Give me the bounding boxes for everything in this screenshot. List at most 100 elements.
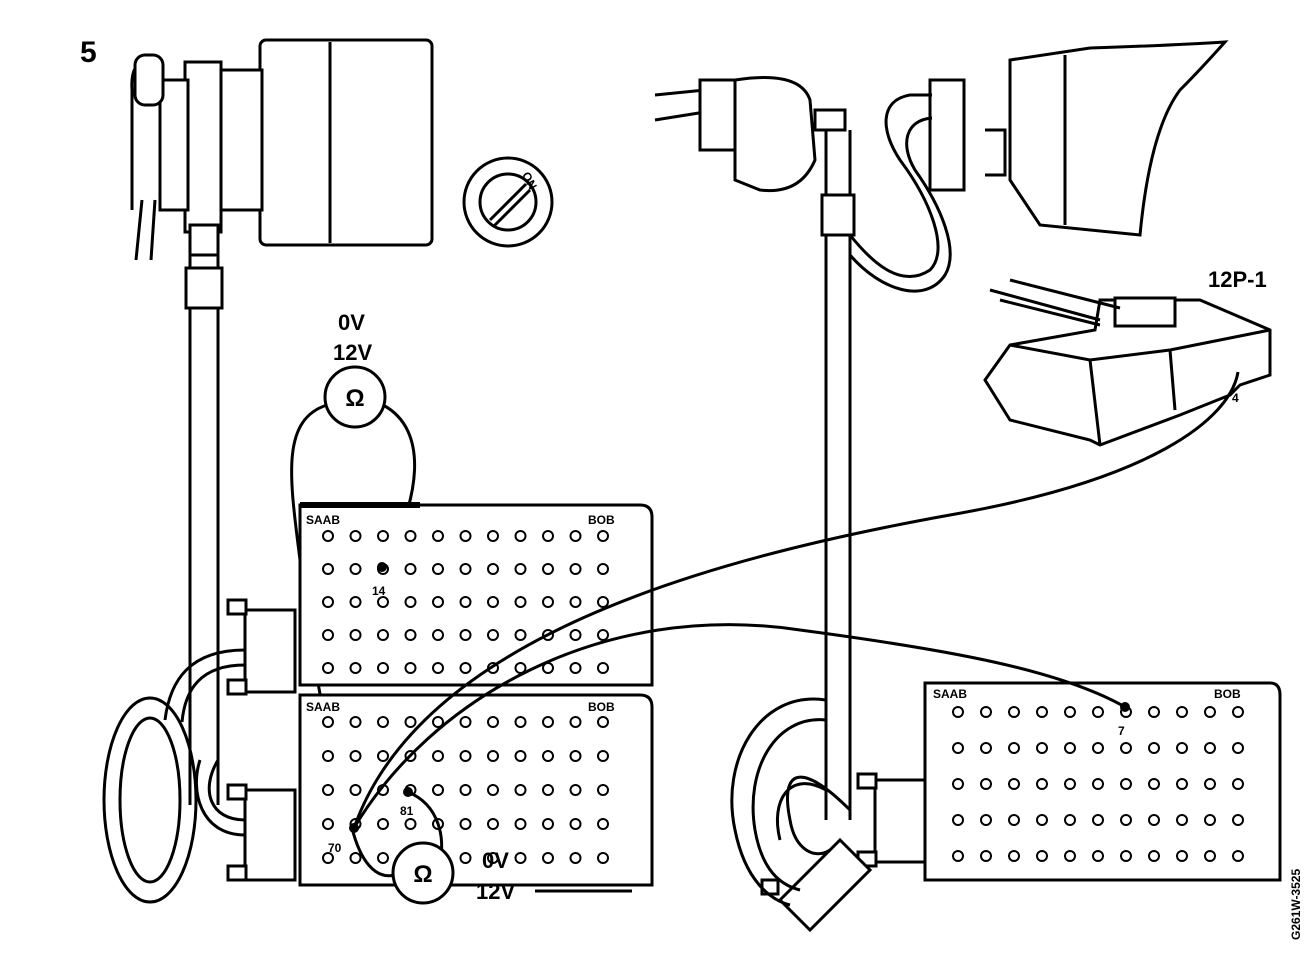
bob-pin-hole [404, 563, 417, 575]
bob-pin-hole [597, 530, 609, 542]
bob-pin-hole [487, 750, 499, 762]
bob-pin-hole [349, 629, 362, 641]
bob-pin-hole [459, 852, 472, 864]
bob-pin-hole [322, 662, 334, 674]
bob-pin-hole [349, 784, 362, 796]
bob-pin-hole [1176, 742, 1188, 754]
bob-pin-hole [487, 629, 499, 641]
bob-pin-hole [569, 784, 582, 796]
test-point-14 [377, 562, 387, 572]
bob-pin-hole [952, 742, 964, 754]
bob-pin-hole [459, 530, 472, 542]
bob-pin-hole [597, 596, 609, 608]
bob-pin-hole [404, 596, 417, 608]
ohm-symbol-top: Ω [345, 385, 364, 412]
meter-bottom-reading-1: 0V [482, 848, 509, 873]
bob-pin-hole [1204, 742, 1216, 754]
bob-pin-hole [980, 814, 992, 826]
bob-pin-hole [404, 629, 417, 641]
bob-pin-hole [349, 563, 362, 575]
bob-pin-hole [349, 852, 362, 864]
bob-pin-hole [569, 662, 582, 674]
bob-pin-hole [597, 563, 609, 575]
bob-pin-hole [432, 750, 444, 762]
bob-pin-hole [1064, 706, 1076, 718]
bob-pin-hole [432, 596, 444, 608]
bob-pin-hole [1232, 850, 1244, 862]
breakout-box-3 [923, 681, 1282, 882]
bob-pin-hole [1064, 778, 1076, 790]
step-number: 5 [80, 36, 97, 69]
bob-pin-hole [952, 814, 964, 826]
bob-pin-hole [1008, 706, 1020, 718]
bob-pin-hole [432, 530, 444, 542]
ohmmeter-top: Ω [323, 365, 387, 429]
cable-loop-right [730, 697, 852, 907]
bob-pin-hole [569, 818, 582, 830]
connector-pin-label: 4 [1232, 391, 1239, 405]
bob-pin-hole [459, 784, 472, 796]
bob-pin-hole [459, 563, 472, 575]
bob-pin-hole [597, 662, 609, 674]
bob-pin-hole [1008, 814, 1020, 826]
bob-pin-hole [1204, 814, 1216, 826]
bob-pin-hole [322, 750, 334, 762]
bob-pin-hole [514, 784, 527, 796]
bob-pin-hole [459, 818, 472, 830]
bob-pin-hole [1232, 778, 1244, 790]
bob-pin-hole [514, 629, 527, 641]
bob-pin-hole [1148, 814, 1160, 826]
bob-pin-hole [980, 778, 992, 790]
bob-pin-hole [514, 596, 527, 608]
bob-pin-hole [514, 563, 527, 575]
bob-pin-hole [952, 778, 964, 790]
bob-connectors-left [226, 598, 297, 882]
bob-pin-hole [597, 750, 609, 762]
bob3-tag: BOB [1214, 687, 1241, 701]
bob-pin-hole [569, 596, 582, 608]
bob-pin-hole [1176, 850, 1188, 862]
bob-pin-hole [1120, 778, 1132, 790]
bob3-brand: SAAB [933, 687, 967, 701]
bob-pin-hole [432, 563, 444, 575]
bob-pin-hole [542, 818, 554, 830]
bob-pin-hole [1232, 706, 1244, 718]
bob-pin-hole [1036, 742, 1048, 754]
bob-pin-hole [980, 706, 992, 718]
connector-12p [983, 278, 1272, 447]
ohm-symbol-bottom: Ω [413, 861, 432, 888]
bob-pin-hole [514, 662, 527, 674]
bob-pin-hole [322, 852, 334, 864]
drawing-code: G261W-3525 [1289, 869, 1303, 940]
bob-pin-hole [404, 662, 417, 674]
bob-pin-hole [322, 629, 334, 641]
bob-pin-hole [1092, 706, 1104, 718]
bob-pin-hole [459, 629, 472, 641]
bob-pin-hole [952, 850, 964, 862]
ignition-switch [462, 156, 554, 248]
bob-pin-hole [1092, 778, 1104, 790]
bob-pin-hole [597, 784, 609, 796]
bob-pin-hole [459, 596, 472, 608]
bob1-brand: SAAB [306, 513, 340, 527]
bob-pin-hole [377, 530, 389, 542]
bob-pin-hole [514, 750, 527, 762]
bob-pin-hole [542, 750, 554, 762]
bob-pin-hole [542, 716, 554, 728]
sensor-assembly-right [654, 76, 847, 193]
meter-top-reading-1: 0V [338, 310, 365, 335]
bob-pin-hole [349, 530, 362, 542]
bob-pin-hole [487, 530, 499, 542]
bob-pin-hole [569, 530, 582, 542]
bob-pin-hole [349, 596, 362, 608]
bob-pin-hole [487, 784, 499, 796]
bob-pin-hole [487, 716, 499, 728]
bob-pin-hole [377, 596, 389, 608]
bob-pin-hole [952, 706, 964, 718]
bob-pin-hole [377, 662, 389, 674]
bob-pin-hole [377, 818, 389, 830]
bob-pin-hole [322, 818, 334, 830]
bob-pin-hole [569, 750, 582, 762]
